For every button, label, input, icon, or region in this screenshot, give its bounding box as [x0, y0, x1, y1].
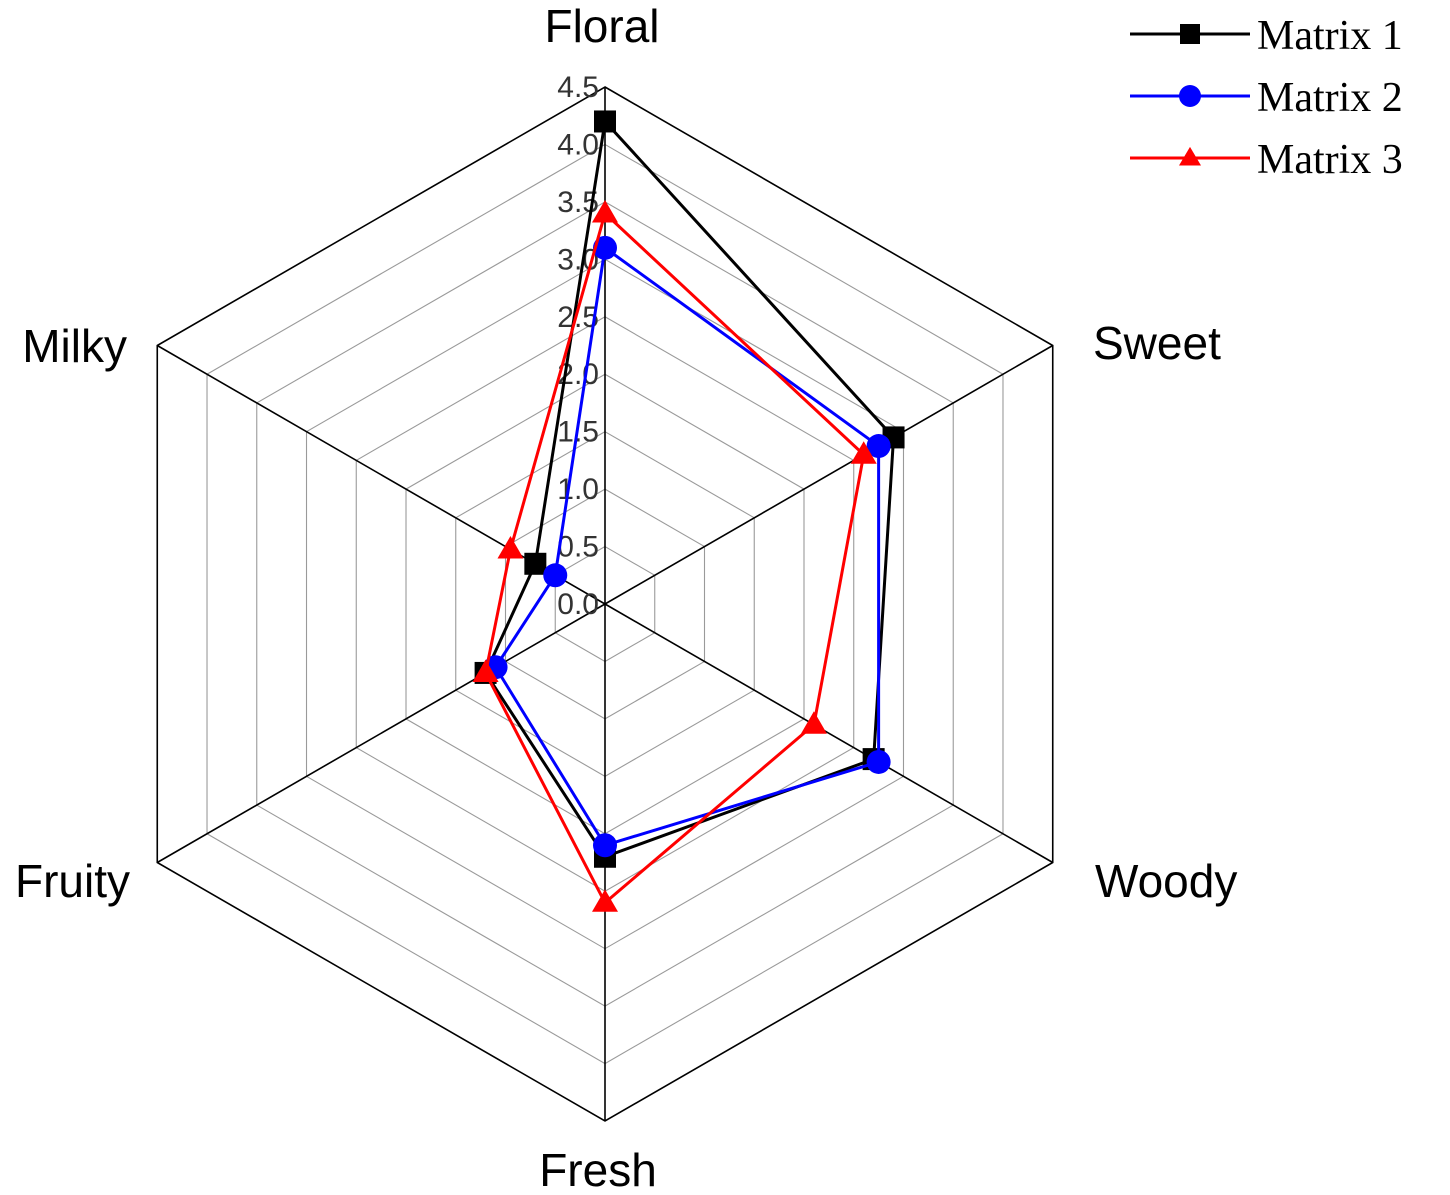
series-matrix-3 [472, 199, 877, 912]
data-point-floral [594, 110, 616, 133]
tick-label: 4.0 [557, 128, 599, 161]
data-point-fruity [472, 659, 499, 683]
data-point-woody [866, 749, 891, 774]
axis-label-milky: Milky [22, 320, 127, 372]
axis-label-floral: Floral [544, 0, 659, 52]
data-series [472, 110, 905, 912]
data-point-floral [592, 199, 618, 223]
axis-spoke-sweet [604, 344, 1054, 605]
tick-label: 0.0 [557, 588, 599, 621]
data-point-sweet [866, 434, 891, 459]
tick-label: 1.0 [557, 473, 599, 506]
tick-label: 0.5 [557, 531, 599, 564]
axis-label-fruity: Fruity [15, 855, 130, 907]
series-matrix-2 [483, 235, 891, 858]
data-point-milky [524, 552, 547, 575]
data-point-fresh [593, 833, 617, 858]
legend-marker [1180, 24, 1200, 44]
axis-label-woody: Woody [1095, 855, 1237, 907]
legend-marker [1179, 146, 1201, 166]
axis-spoke-woody [604, 603, 1054, 864]
series-line [494, 246, 881, 847]
axis-label-sweet: Sweet [1093, 317, 1221, 369]
series-line [484, 119, 896, 859]
legend-label: Matrix 2 [1257, 75, 1403, 121]
legend-entry: Matrix 3 [1130, 137, 1403, 183]
radial-tick-labels: 0.00.51.01.52.02.53.03.54.04.5 [557, 71, 599, 621]
data-point-fresh [592, 889, 618, 912]
legend-label: Matrix 3 [1257, 137, 1403, 183]
data-point-woody [800, 711, 827, 734]
tick-label: 4.5 [557, 71, 599, 104]
legend-label: Matrix 1 [1257, 13, 1403, 59]
data-point-floral [593, 235, 617, 260]
axis-label-fresh: Fresh [539, 1144, 657, 1195]
data-point-milky [543, 563, 568, 588]
data-point-milky [497, 536, 524, 559]
legend-entry: Matrix 2 [1130, 75, 1403, 121]
axis-spoke-fruity [156, 603, 606, 864]
data-point-sweet [850, 441, 877, 464]
legend-entry: Matrix 1 [1130, 13, 1403, 59]
legend: Matrix 1 Matrix 2 Matrix 3 [1130, 13, 1403, 183]
series-matrix-1 [474, 110, 905, 868]
legend-marker [1179, 85, 1201, 107]
